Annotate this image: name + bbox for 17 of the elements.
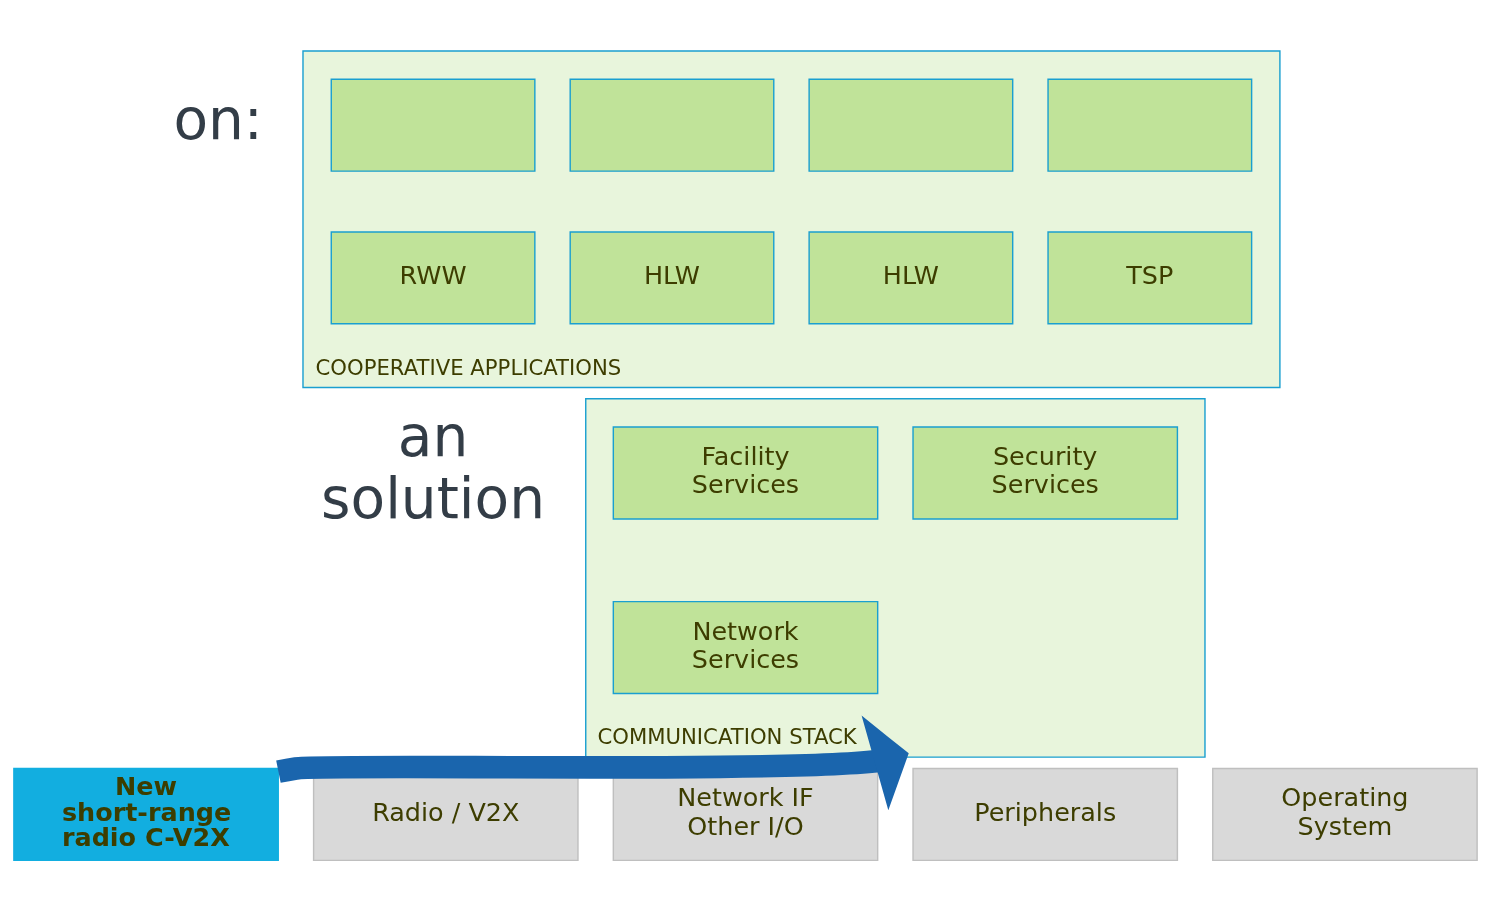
label: on: [173,86,263,152]
node-box: HLW [569,230,775,325]
node-box: Facility Services [612,425,879,520]
node-box: HLW [808,230,1014,325]
node-box [808,78,1014,172]
node-box: RWW [330,230,536,325]
node-box: TSP [1047,230,1253,325]
node-box: Operating System [1212,767,1478,861]
node-box [330,78,536,172]
node-box [1047,78,1253,172]
arrow [276,715,909,810]
node-box: Peripherals [912,767,1179,861]
label: an solution [321,403,546,531]
node-box [569,78,775,172]
node-box: Network Services [612,600,879,694]
node-box: New short-range radio C-V2X [13,767,279,861]
node-box: Security Services [912,425,1179,520]
